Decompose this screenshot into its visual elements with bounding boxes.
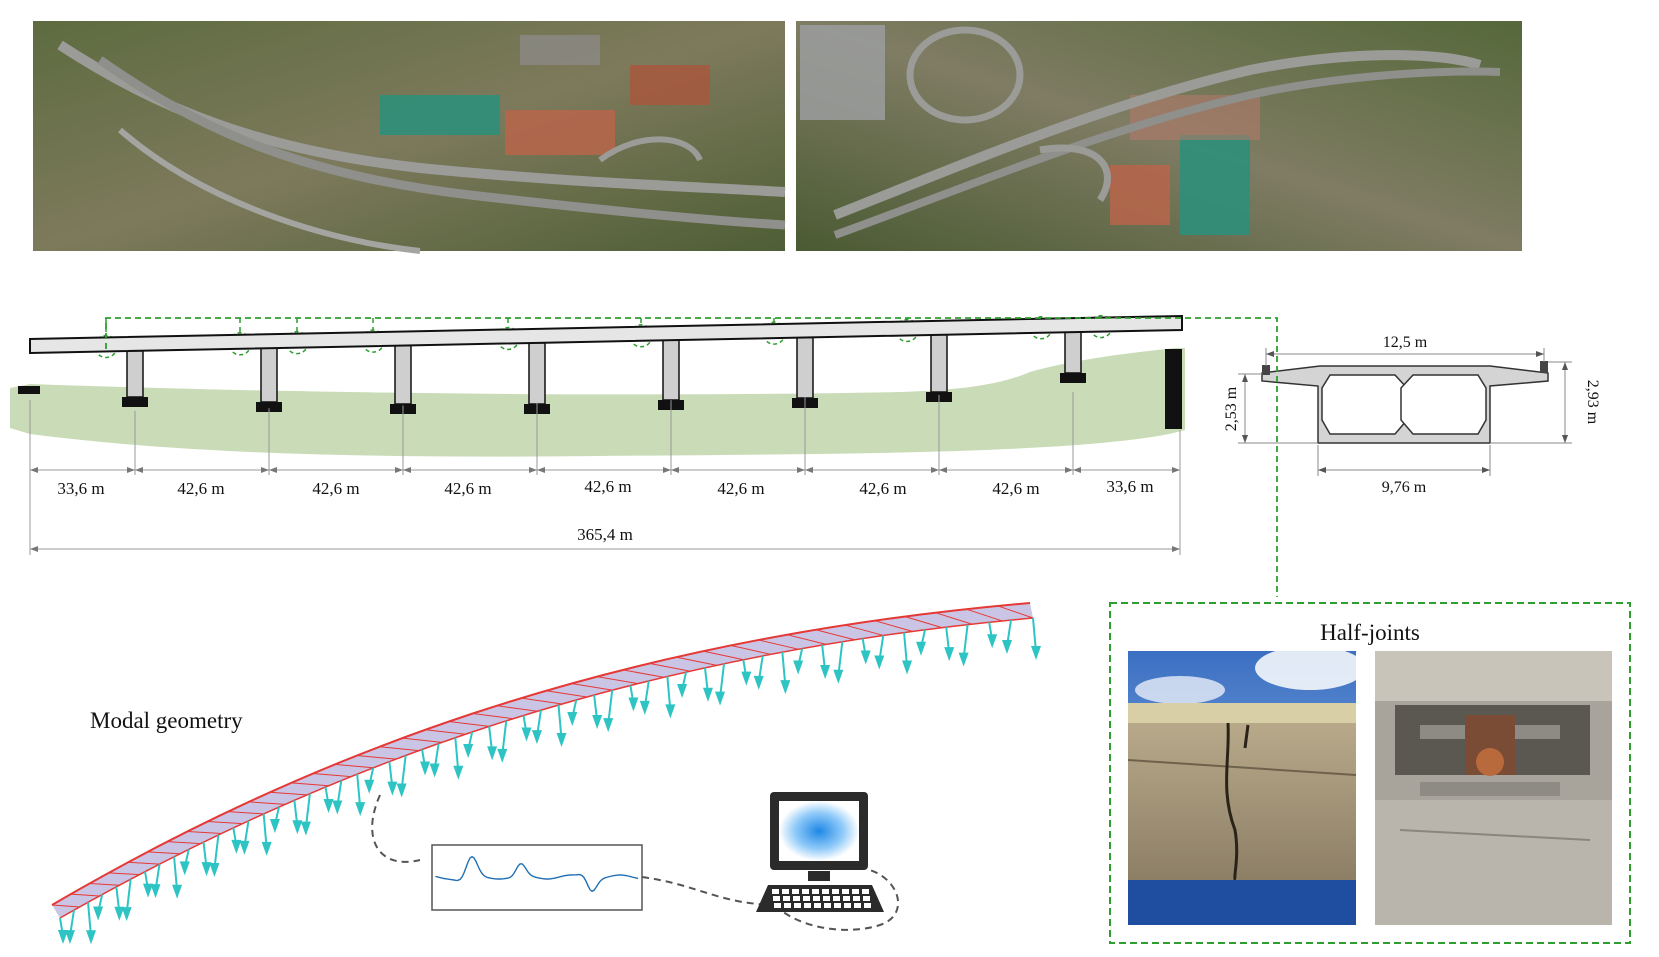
- left-abutment: [18, 386, 40, 394]
- section-left-height: 2,53 m: [1223, 386, 1240, 431]
- pier: [930, 334, 948, 393]
- span-dimensions: 33,6 m 42,6 m 42,6 m 42,6 m 42,6 m 42,6 …: [57, 477, 1153, 544]
- joints-connector-line: [105, 317, 1278, 597]
- half-joints-title: Half-joints: [1320, 620, 1420, 645]
- pier-footing: [256, 402, 282, 412]
- aerial-photo-left: [33, 21, 786, 254]
- pier: [1064, 331, 1082, 374]
- section-bottom-width: 9,76 m: [1382, 479, 1427, 496]
- pier: [126, 350, 144, 398]
- span-label-8: 42,6 m: [992, 479, 1039, 498]
- pier: [260, 347, 278, 403]
- half-joints-panel: Half-joints: [1109, 602, 1631, 944]
- span-label-4: 42,6 m: [444, 479, 491, 498]
- aerial-photo-right: [796, 21, 1522, 251]
- computer-icon: [756, 792, 884, 912]
- span-label-6: 42,6 m: [717, 479, 764, 498]
- bridge-elevation: [10, 314, 1185, 555]
- pier: [528, 342, 546, 405]
- bridge-deck-line: [29, 314, 1183, 355]
- pier: [662, 339, 680, 401]
- half-joint-photo-left: [1127, 646, 1365, 925]
- half-joint-photo-right: [1375, 651, 1612, 925]
- deck-cross-section: 12,5 m 9,76 m 2,53 m 2,93 m: [1223, 334, 1601, 496]
- total-length-label: 365,4 m: [577, 525, 633, 544]
- span-label-3: 42,6 m: [312, 479, 359, 498]
- span-label-2: 42,6 m: [177, 479, 224, 498]
- vibration-signal: [435, 855, 639, 893]
- span-label-5: 42,6 m: [584, 477, 631, 496]
- pier: [394, 344, 412, 405]
- modal-geometry: Modal geometry: [51, 602, 1041, 945]
- pier-footing: [122, 397, 148, 407]
- modal-geometry-label: Modal geometry: [90, 708, 243, 733]
- pier-footing: [1060, 373, 1086, 383]
- section-right-height: 2,93 m: [1584, 380, 1601, 425]
- ground-terrain: [10, 348, 1185, 457]
- acquisition-chain: [371, 792, 900, 931]
- right-abutment: [1165, 349, 1182, 429]
- span-label-7: 42,6 m: [859, 479, 906, 498]
- section-top-width: 12,5 m: [1383, 334, 1428, 351]
- span-label-1: 33,6 m: [57, 479, 104, 498]
- span-label-9: 33,6 m: [1106, 477, 1153, 496]
- pier: [796, 336, 814, 399]
